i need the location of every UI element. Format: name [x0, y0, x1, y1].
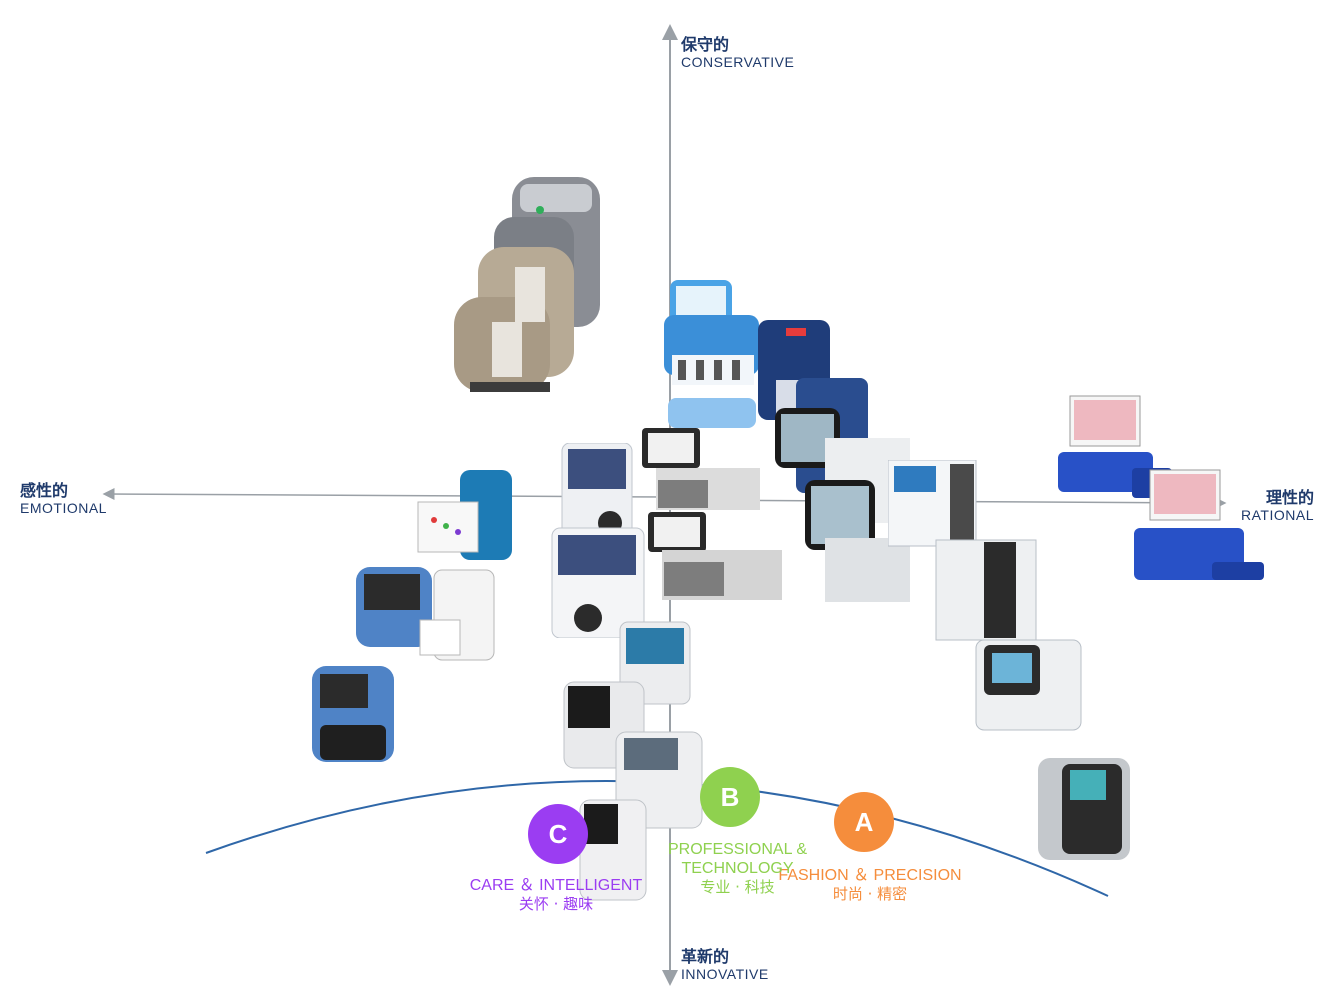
axis-left-en: EMOTIONAL [20, 500, 107, 517]
touchscreen-analyzer-image [775, 408, 910, 602]
axis-top-zh: 保守的 [681, 35, 730, 54]
group-a-text: FASHION ＆ PRECISION 时尚 · 精密 [770, 866, 970, 903]
tray-analyzer-image [563, 621, 703, 901]
axis-bottom-en: INNOVATIVE [681, 966, 769, 983]
group-b-en-line1: PROFESSIONAL & [668, 841, 807, 858]
group-c-letter: C [548, 818, 568, 849]
axis-label-right: 理性的 RATIONAL [1240, 488, 1314, 524]
group-c-text: CARE ＆ INTELLIGENT 关怀 · 趣味 [456, 876, 656, 913]
group-c-zh: 关怀 · 趣味 [518, 895, 594, 914]
group-a-zh: 时尚 · 精密 [832, 885, 908, 904]
axis-label-left: 感性的 EMOTIONAL [20, 481, 107, 517]
group-c-badge: C [528, 804, 588, 864]
group-b-text: PROFESSIONAL & TECHNOLOGY 专业 · 科技 [655, 840, 820, 896]
group-c-en: CARE ＆ INTELLIGENT [469, 877, 643, 894]
blue-bench-analyzer-image [664, 280, 759, 428]
blue-compact-analyzer-image [312, 470, 512, 762]
group-a-badge: A [834, 792, 894, 852]
axis-left-zh: 感性的 [20, 481, 69, 500]
beige-analyzer-image [454, 177, 600, 392]
grey-screen-analyzer-image [1038, 758, 1130, 860]
axis-right-en: RATIONAL [1241, 507, 1314, 524]
tabletop-analyzer-image [1058, 395, 1264, 580]
group-b-badge: B [700, 767, 760, 827]
group-a-en: FASHION ＆ PRECISION [778, 867, 962, 884]
group-a-letter: A [854, 806, 874, 837]
axis-right-zh: 理性的 [1265, 488, 1314, 507]
axis-bottom-zh: 革新的 [681, 947, 730, 966]
printer-analyzer-image [642, 428, 782, 600]
white-hematology-analyzer-image [888, 460, 1082, 731]
blood-gas-analyzer-image [551, 443, 645, 638]
axis-label-top: 保守的 CONSERVATIVE [681, 35, 795, 71]
group-b-letter: B [720, 781, 740, 812]
axis-label-bottom: 革新的 INNOVATIVE [681, 947, 769, 983]
group-b-zh: 专业 · 科技 [700, 878, 775, 897]
group-b-en-line2: TECHNOLOGY [681, 860, 794, 878]
axis-top-en: CONSERVATIVE [681, 54, 795, 71]
